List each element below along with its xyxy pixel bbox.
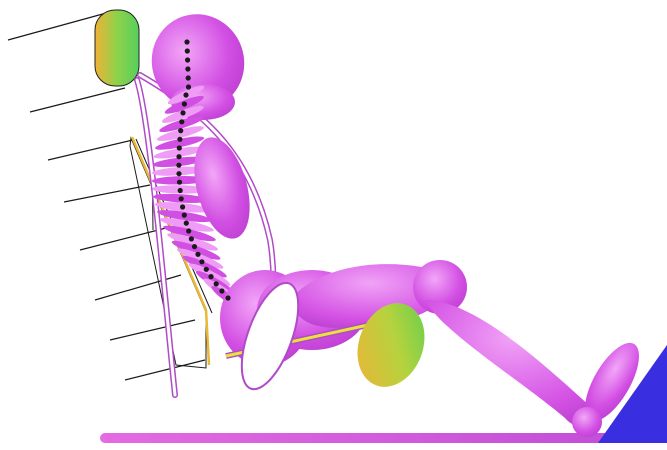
spine-dot (177, 180, 182, 185)
spine-dot (180, 110, 185, 115)
spring-line (30, 88, 125, 112)
spine-dot (179, 196, 184, 201)
spine-dot (182, 101, 187, 106)
spring-line (110, 320, 195, 340)
spine-dot (185, 57, 190, 62)
spine-dot (186, 228, 191, 233)
spine-dot (177, 137, 182, 142)
spine-dot (219, 288, 224, 293)
spine-dot (176, 154, 181, 159)
spine-dot (180, 204, 185, 209)
spine-dot (225, 295, 230, 300)
heel (572, 407, 602, 437)
spine-dot (192, 244, 197, 249)
spine-dot (186, 75, 191, 80)
spine-dot (178, 128, 183, 133)
spine-dot (184, 39, 189, 44)
spine-dot (189, 236, 194, 241)
spine-dot (177, 145, 182, 150)
spine-dot (179, 119, 184, 124)
spine-dot (183, 92, 188, 97)
floor-plate (100, 433, 610, 443)
spine-dot (176, 163, 181, 168)
spine-dot (182, 213, 187, 218)
shin (425, 300, 600, 427)
spine-dot (185, 66, 190, 71)
spine-dot (195, 252, 200, 257)
spine-dot (199, 259, 204, 264)
spine-dot (186, 84, 191, 89)
spring-line (48, 140, 133, 160)
spine-dot (208, 274, 213, 279)
spring-line (80, 228, 166, 250)
spine-dot (185, 48, 190, 53)
spring-line (64, 185, 150, 202)
spine-dot (214, 281, 219, 286)
spine-dot (204, 267, 209, 272)
spine-dot (176, 171, 181, 176)
spine-dot (184, 221, 189, 226)
spring-line (125, 360, 205, 380)
headrest-pad (95, 10, 139, 86)
spine-dot (178, 188, 183, 193)
